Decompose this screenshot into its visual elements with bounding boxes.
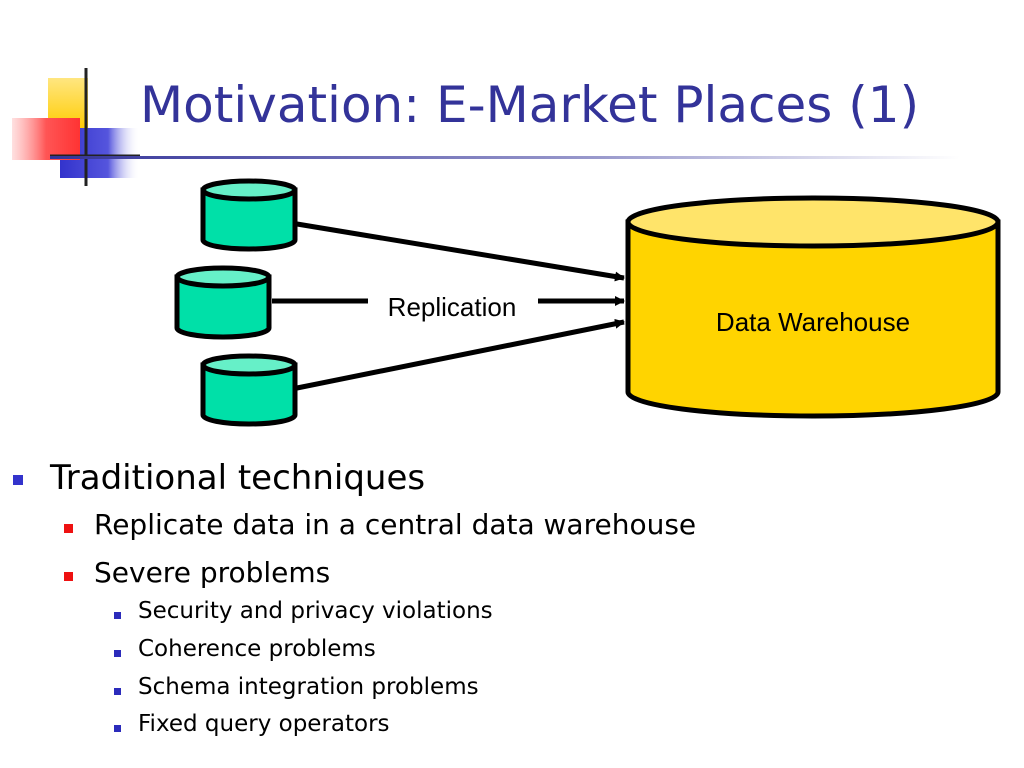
bullet-level3: Fixed query operators bbox=[138, 711, 390, 737]
replication-label: Replication bbox=[388, 292, 517, 322]
data-warehouse-icon bbox=[625, 195, 1001, 419]
bullet-marker-icon bbox=[114, 725, 121, 732]
bullet-level3: Schema integration problems bbox=[138, 674, 479, 700]
replication-diagram: Replication Data Warehouse bbox=[174, 178, 1001, 427]
title-underline bbox=[50, 156, 960, 159]
source-database-icon bbox=[200, 178, 298, 252]
data-warehouse-label: Data Warehouse bbox=[716, 307, 910, 337]
replication-arrow bbox=[296, 318, 625, 391]
bullet-marker-icon bbox=[13, 475, 23, 485]
bullet-marker-icon bbox=[64, 524, 73, 533]
bullet-marker-icon bbox=[64, 572, 73, 581]
bullet-marker-icon bbox=[114, 650, 121, 657]
bullet-marker-icon bbox=[114, 688, 121, 695]
replication-arrow bbox=[296, 221, 625, 282]
bullet-level3: Security and privacy violations bbox=[138, 598, 493, 624]
source-database-icon bbox=[200, 353, 298, 427]
slide-title: Motivation: E-Market Places (1) bbox=[140, 76, 920, 134]
bullet-marker-icon bbox=[114, 612, 121, 619]
source-database-icon bbox=[174, 265, 272, 340]
bullet-level2: Severe problems bbox=[94, 556, 331, 589]
bullet-level1: Traditional techniques bbox=[50, 458, 426, 498]
bullet-level2: Replicate data in a central data warehou… bbox=[94, 508, 697, 541]
bullet-level3: Coherence problems bbox=[138, 636, 376, 662]
